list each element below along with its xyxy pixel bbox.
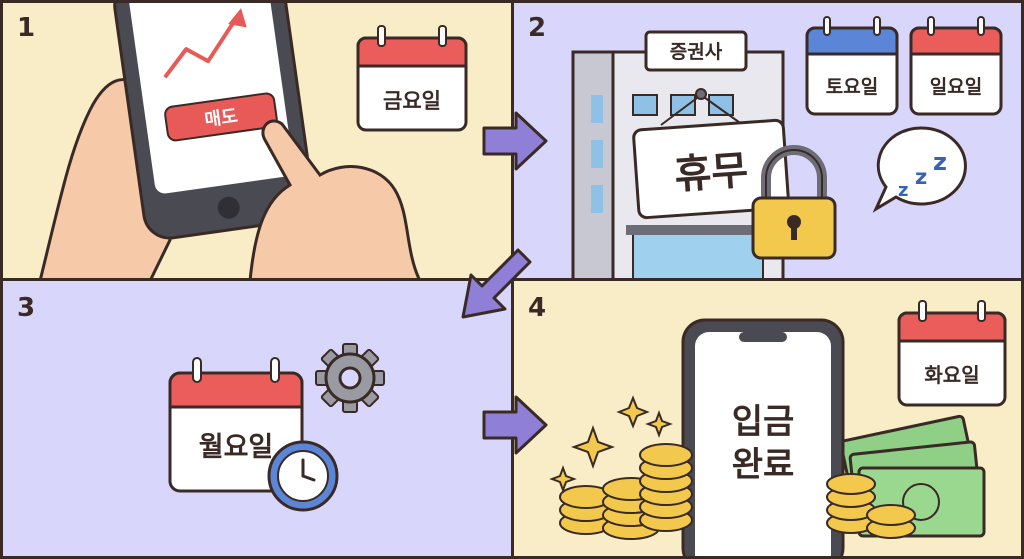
trend-arrowhead — [228, 8, 247, 28]
panel-2: 2 증권사 휴무 — [511, 0, 1024, 281]
panel-2-illustration: 증권사 휴무 z z z — [571, 16, 1003, 278]
stock-trend-line — [163, 15, 239, 79]
panel-3: 3 — [0, 278, 514, 559]
svg-text:z: z — [915, 165, 927, 189]
sparkle-icons — [549, 395, 673, 493]
calendar-tuesday: 화요일 — [897, 300, 1007, 407]
padlock-icon — [751, 145, 837, 260]
calendar-label: 화요일 — [924, 363, 979, 387]
cash-stack — [839, 414, 986, 538]
hand-right-pointing — [248, 119, 421, 278]
panel-number: 2 — [528, 13, 547, 43]
panel-4: 4 입금 완료 — [511, 278, 1024, 559]
home-button — [217, 196, 240, 219]
closed-sign-label: 휴무 — [673, 147, 750, 198]
clock-icon — [267, 440, 339, 512]
deposit-text-line1: 입금 — [732, 402, 795, 442]
calendar-label: 일요일 — [930, 76, 982, 98]
sleeping-speech-bubble: z z z — [872, 126, 967, 213]
coin-stacks — [559, 443, 916, 540]
gear-icon — [315, 343, 385, 413]
panel-number: 4 — [528, 293, 547, 323]
svg-text:z: z — [933, 148, 947, 176]
building-sign — [644, 30, 748, 72]
calendar-label: 금요일 — [383, 89, 441, 113]
building-sign-label: 증권사 — [670, 41, 723, 63]
sell-button[interactable] — [164, 92, 278, 142]
panel-1: 1 매도 금요일 — [0, 0, 514, 281]
calendar-monday: 월요일 — [168, 357, 304, 493]
calendar-label: 월요일 — [199, 432, 274, 463]
panel-1-illustration: 매도 금요일 — [39, 3, 468, 278]
calendar-sunday: 일요일 — [909, 16, 1003, 116]
deposit-text-line2: 완료 — [732, 445, 795, 485]
sell-button-label: 매도 — [203, 106, 239, 131]
panel-4-illustration: 입금 완료 — [549, 300, 1007, 556]
closed-sign: 휴무 — [632, 118, 790, 220]
smartphone: 매도 — [113, 3, 315, 240]
panel-3-illustration: 월요일 — [168, 343, 385, 512]
panel-number: 1 — [17, 13, 36, 43]
zzz-icon: z — [898, 180, 908, 201]
calendar-label: 토요일 — [826, 76, 878, 98]
smartphone-notification: 입금 완료 — [681, 318, 845, 556]
calendar-friday: 금요일 — [356, 25, 468, 132]
calendar-saturday: 토요일 — [805, 16, 899, 116]
panel-number: 3 — [17, 293, 36, 323]
